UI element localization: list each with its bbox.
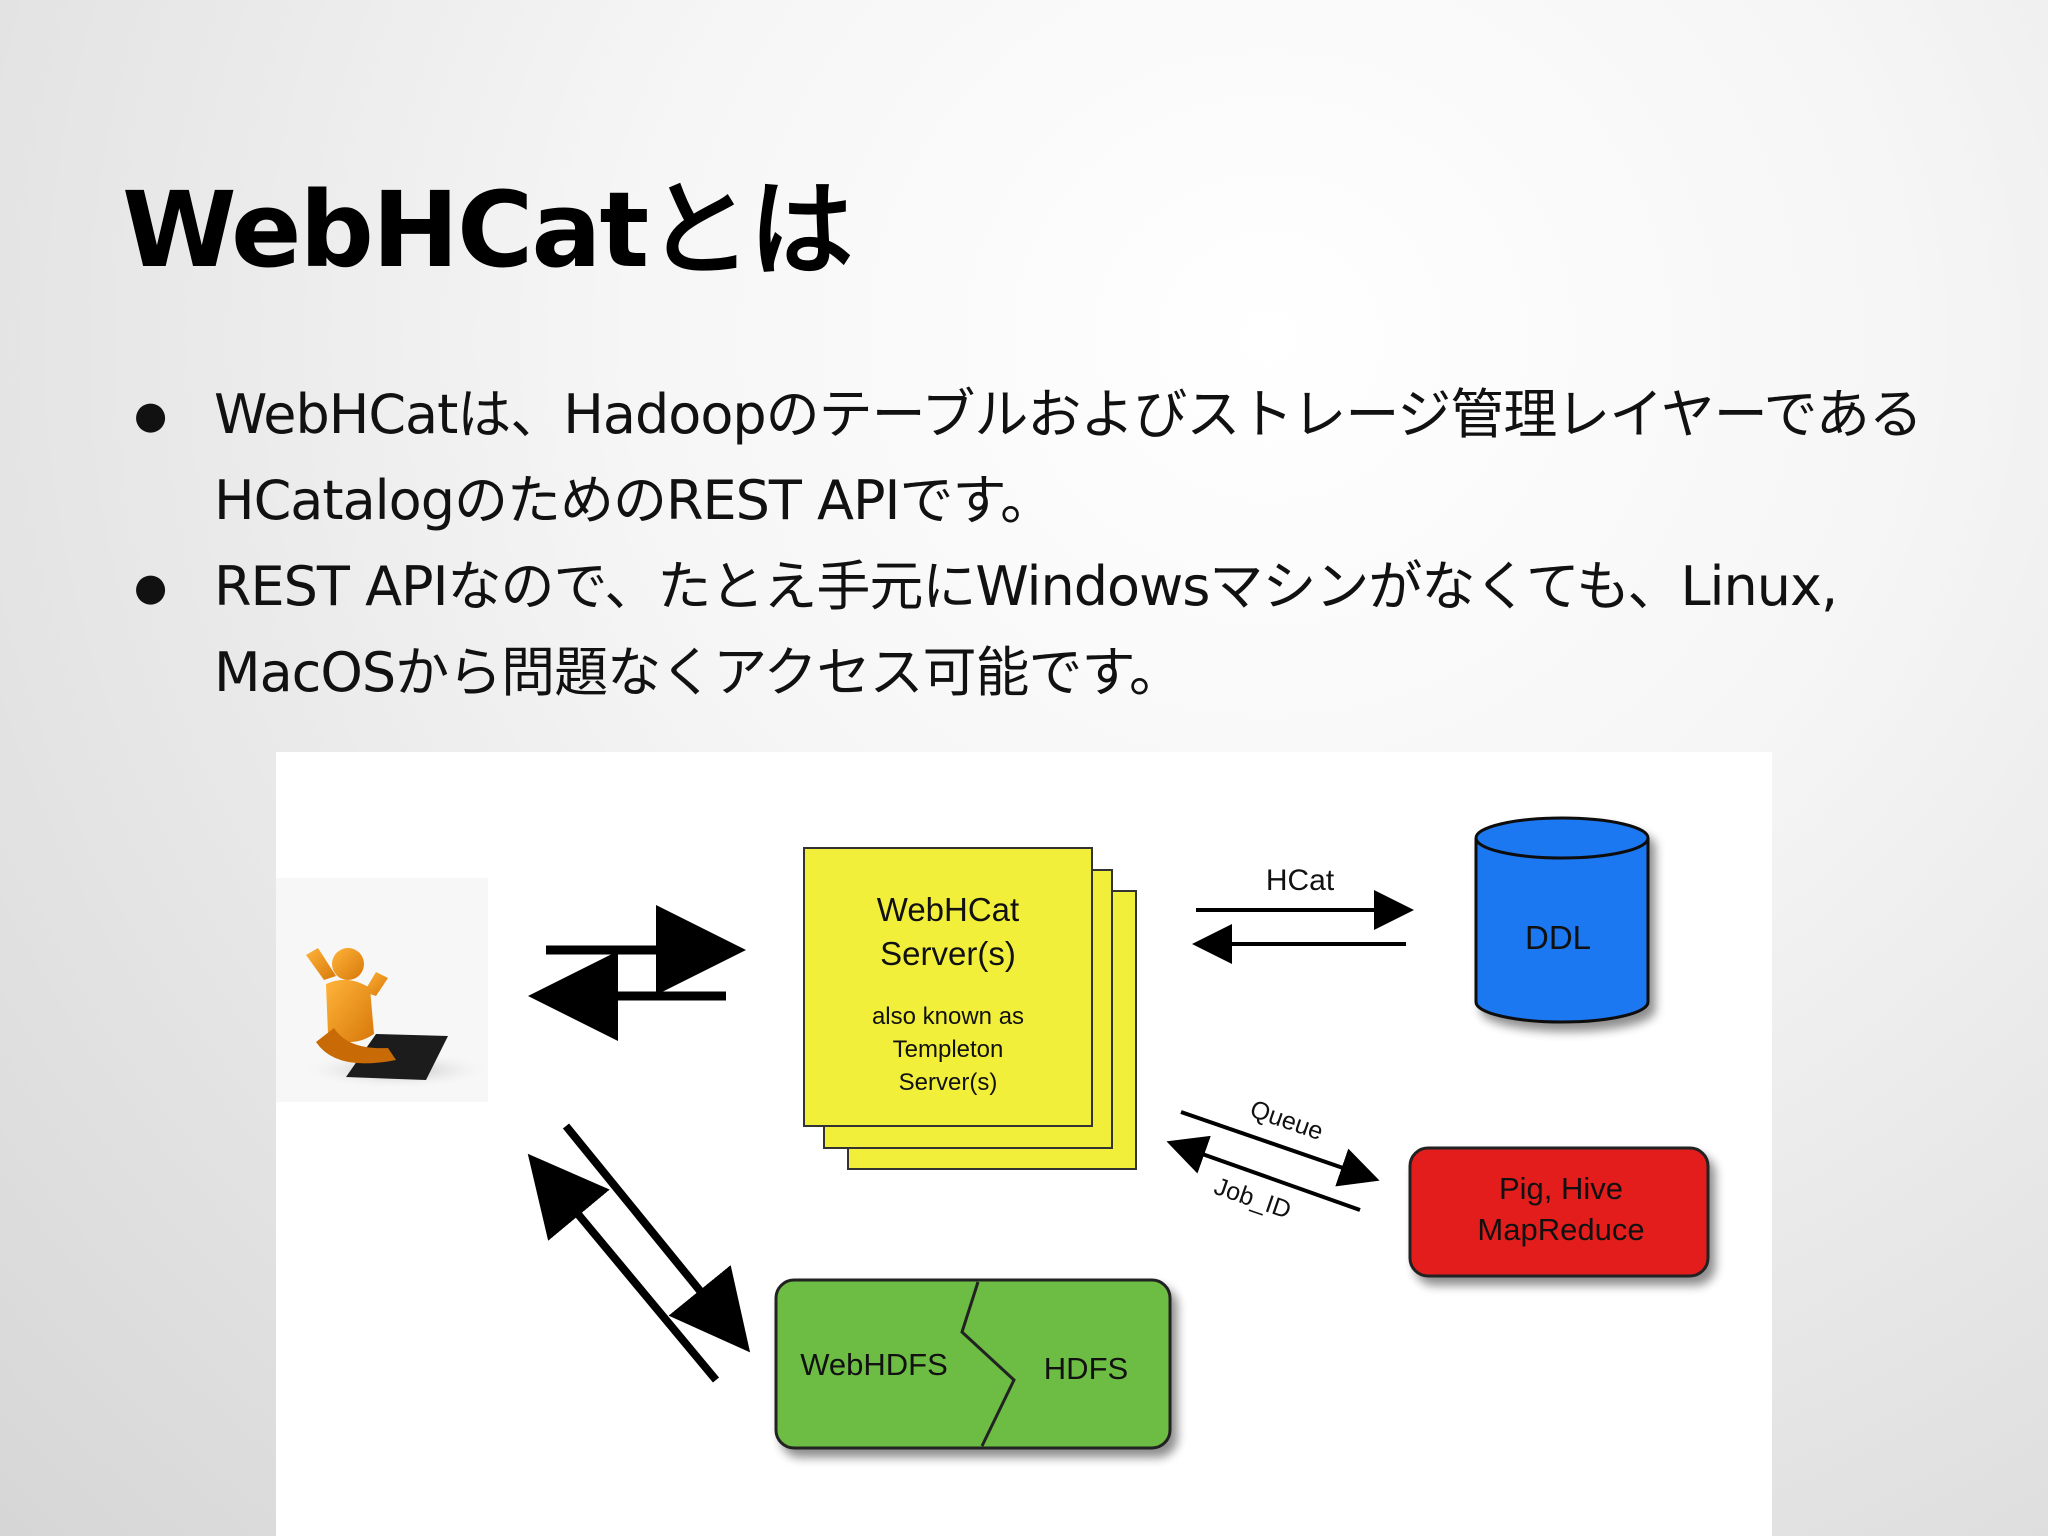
mapreduce-box — [1408, 1146, 1710, 1278]
server-sub-line2: Templeton — [893, 1036, 1004, 1063]
architecture-diagram: WebHCat Server(s) also known as Templeto… — [276, 752, 1772, 1536]
ddl-database-icon — [1474, 816, 1650, 1024]
mapreduce-line1: Pig, Hive — [1499, 1171, 1623, 1206]
webhdfs-label: WebHDFS — [800, 1347, 948, 1382]
server-title-line2: Server(s) — [880, 935, 1016, 972]
hdfs-box — [774, 1278, 1172, 1450]
bullet-text: WebHCatは、Hadoopのテーブルおよびストレージ管理レイヤーであるHCa… — [214, 383, 1923, 532]
mapreduce-line2: MapReduce — [1477, 1212, 1644, 1247]
bullet-dot-icon: ● — [134, 565, 167, 609]
arrow-hdfs-to-user — [527, 1153, 720, 1383]
bullet-item: ● WebHCatは、Hadoopのテーブルおよびストレージ管理レイヤーであるHC… — [130, 372, 1950, 544]
server-sub-line3: Server(s) — [899, 1069, 998, 1096]
arrow-job-id — [1166, 1135, 1361, 1212]
hdfs-label: HDFS — [1044, 1351, 1128, 1386]
server-title-line1: WebHCat — [877, 891, 1019, 928]
webhcat-server-stack: WebHCat Server(s) also known as Templeto… — [803, 847, 1137, 1170]
bullet-item: ● REST APIなので、たとえ手元にWindowsマシンがなくても、Linux… — [130, 544, 1950, 716]
arrow-queue — [1180, 1110, 1380, 1187]
user-with-laptop-icon — [276, 878, 496, 1102]
server-sub-line1: also known as — [872, 1003, 1024, 1030]
slide-title: WebHCatとは — [122, 169, 853, 291]
bullet-text: REST APIなので、たとえ手元にWindowsマシンがなくても、Linux,… — [214, 555, 1838, 704]
hcat-arrow-label: HCat — [1266, 864, 1335, 897]
job-id-label: Job_ID — [1211, 1172, 1295, 1224]
bullet-list: ● WebHCatは、Hadoopのテーブルおよびストレージ管理レイヤーであるHC… — [130, 372, 1950, 716]
bullet-dot-icon: ● — [134, 393, 167, 437]
ddl-label: DDL — [1525, 919, 1591, 956]
